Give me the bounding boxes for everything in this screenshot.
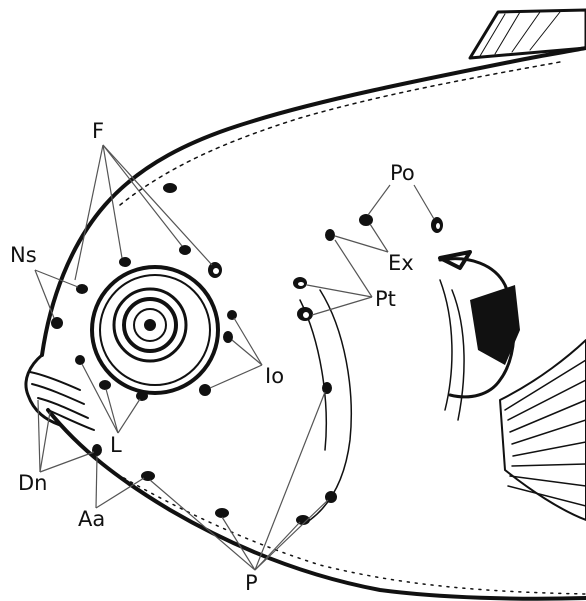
label-F: F bbox=[92, 119, 104, 143]
label-Ex: Ex bbox=[388, 251, 414, 275]
pectoral-fin bbox=[500, 340, 586, 520]
label-Ns: Ns bbox=[10, 243, 37, 267]
dorsal-fin bbox=[470, 10, 586, 58]
sensory-pores bbox=[51, 183, 443, 525]
label-Dn: Dn bbox=[18, 471, 47, 495]
label-L: L bbox=[110, 433, 122, 457]
label-Io: Io bbox=[265, 364, 284, 388]
label-P: P bbox=[245, 571, 258, 595]
label-Po: Po bbox=[390, 161, 415, 185]
label-Aa: Aa bbox=[78, 507, 105, 531]
label-Pt: Pt bbox=[375, 287, 396, 311]
preopercle-edge bbox=[310, 290, 351, 520]
eye bbox=[92, 267, 218, 393]
